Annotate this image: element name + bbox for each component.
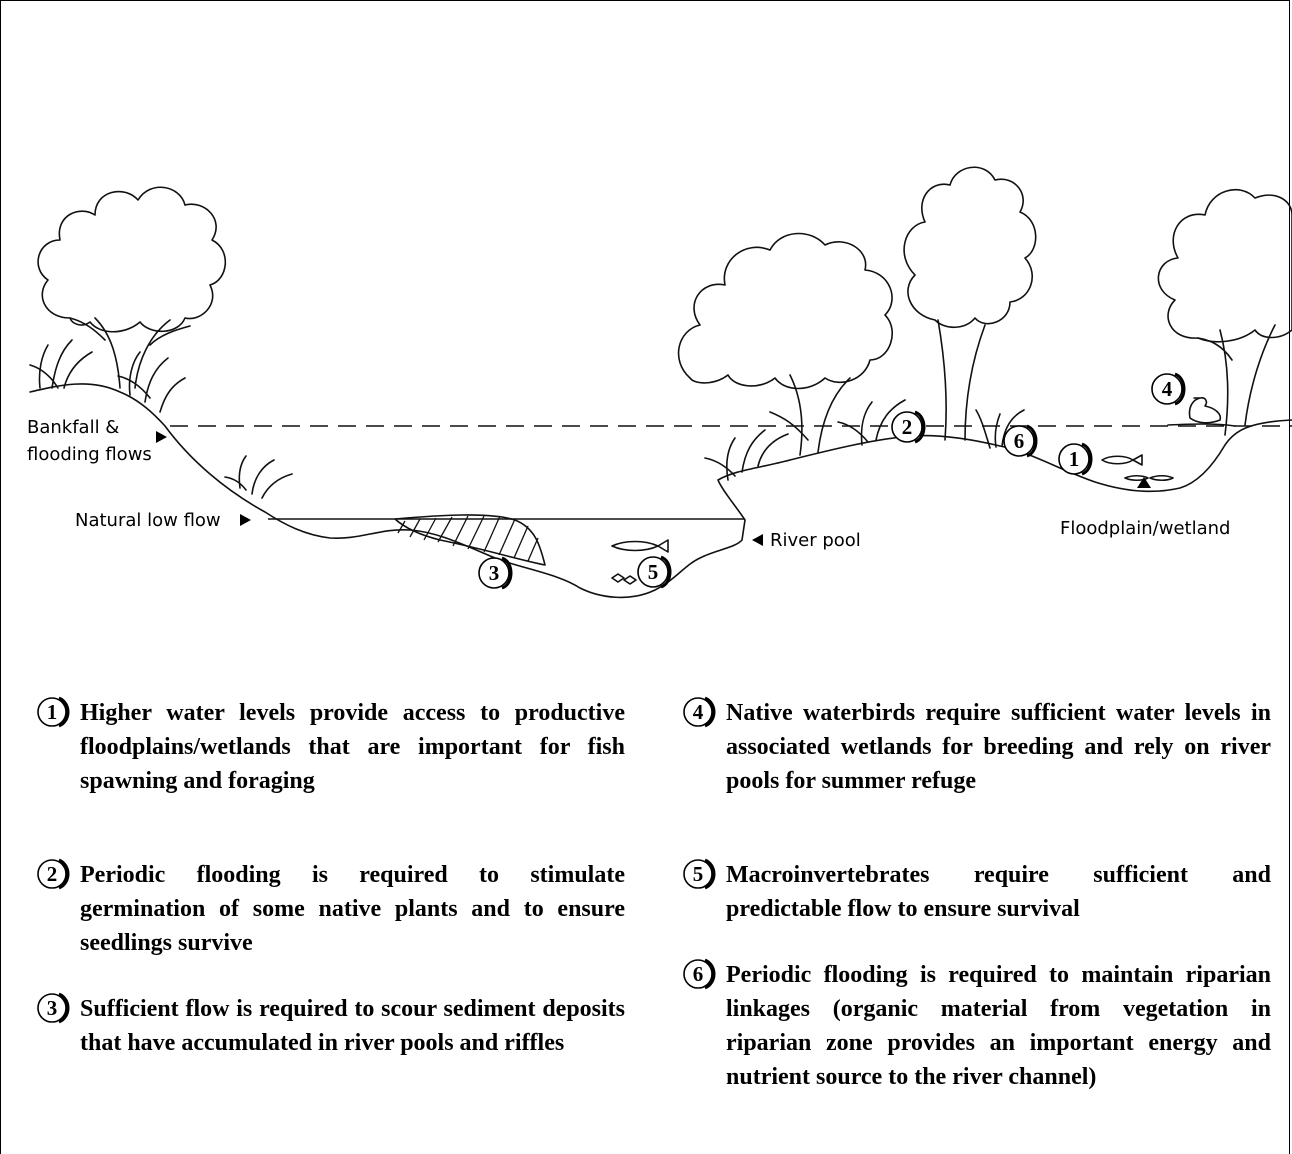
grass-left [29, 339, 293, 499]
diagram-marker-2: 2 [891, 410, 926, 444]
label-bankfall-line2: flooding flows [27, 444, 152, 465]
svg-text:2: 2 [902, 415, 913, 439]
number-badge-6: 6 [683, 958, 716, 990]
svg-text:6: 6 [1014, 429, 1025, 453]
legend-text-5: Macroinvertebrates require sufficient an… [726, 862, 1271, 922]
tree-middle [677, 232, 894, 456]
svg-text:1: 1 [1069, 447, 1080, 471]
label-natural-low-flow: Natural low flow [75, 510, 221, 531]
legend-text-4: Native waterbirds require sufficient wat… [726, 700, 1271, 794]
svg-text:4: 4 [693, 700, 704, 724]
svg-text:5: 5 [693, 862, 704, 886]
svg-text:3: 3 [489, 561, 500, 585]
diagram-marker-5: 5 [637, 555, 672, 589]
legend-item-1: 1 Higher water levels provide access to … [37, 696, 625, 798]
fish-floodplain [1101, 454, 1174, 482]
river-cross-section-diagram: Bankfall & flooding flows Natural low fl… [27, 166, 1292, 599]
legend-item-3: 3 Sufficient flow is required to scour s… [37, 992, 625, 1060]
grass-middle [704, 399, 1025, 481]
legend-text-2: Periodic flooding is required to stimula… [80, 862, 625, 956]
legend-item-4: 4 Native waterbirds require sufficient w… [683, 696, 1271, 798]
bankfall-arrow-icon [156, 431, 167, 443]
label-floodplain-wetland: Floodplain/wetland [1060, 518, 1230, 539]
diagram-marker-6: 6 [1003, 424, 1038, 458]
svg-text:1: 1 [47, 700, 58, 724]
legend-item-6: 6 Periodic flooding is required to maint… [683, 958, 1271, 1094]
river-pool-arrow-icon [752, 534, 763, 546]
diagram-marker-4: 4 [1151, 372, 1186, 406]
diagram-marker-1: 1 [1058, 442, 1093, 476]
number-badge-1: 1 [37, 696, 70, 728]
sediment-deposit [394, 514, 546, 566]
number-badge-2: 2 [37, 858, 70, 890]
number-badge-4: 4 [683, 696, 716, 728]
tree-right [1157, 188, 1292, 436]
diagram-marker-3: 3 [478, 556, 513, 590]
floodplain-arrow-icon [1137, 477, 1151, 488]
label-bankfall-line1: Bankfall & [27, 417, 119, 438]
riverbed-profile [29, 383, 1292, 599]
tree-left [37, 186, 227, 389]
svg-text:3: 3 [47, 996, 58, 1020]
label-river-pool: River pool [770, 530, 861, 551]
fish-river-pool [611, 539, 669, 553]
svg-text:6: 6 [693, 962, 704, 986]
svg-text:4: 4 [1162, 377, 1173, 401]
tree-tall [903, 166, 1037, 441]
legend-text-3: Sufficient flow is required to scour sed… [80, 996, 625, 1056]
svg-text:5: 5 [648, 560, 659, 584]
legend-text-1: Higher water levels provide access to pr… [80, 700, 625, 794]
sediment-hatching [397, 515, 539, 562]
legend-text-6: Periodic flooding is required to maintai… [726, 962, 1271, 1090]
legend-item-5: 5 Macroinvertebrates require sufficient … [683, 858, 1271, 926]
low-flow-arrow-icon [240, 514, 251, 526]
legend-item-2: 2 Periodic flooding is required to stimu… [37, 858, 625, 960]
number-badge-3: 3 [37, 992, 70, 1024]
number-badge-5: 5 [683, 858, 716, 890]
svg-text:2: 2 [47, 862, 58, 886]
waterbird [1167, 397, 1236, 427]
macroinvertebrates [611, 573, 637, 585]
